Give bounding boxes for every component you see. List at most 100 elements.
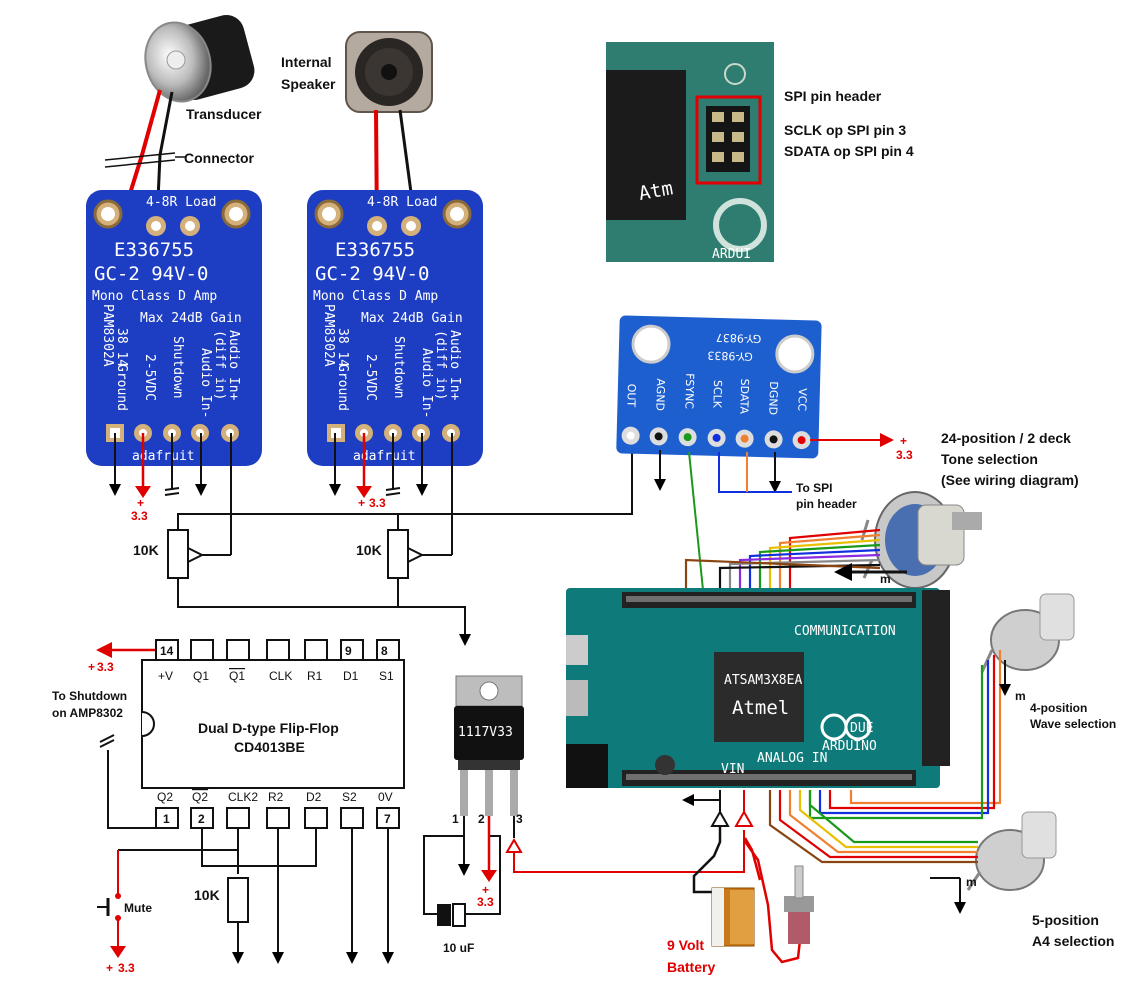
gy-pin-vcc: VCC xyxy=(795,388,809,412)
ic-bottom-pin-name: D2 xyxy=(306,790,322,804)
amp2-num: 38 14 xyxy=(335,328,350,367)
amp1-gain: Max 24dB Gain xyxy=(140,311,242,326)
amp2-pin-audio-minus: Audio In- xyxy=(419,348,434,418)
spi-sdata: SDATA op SPI pin 4 xyxy=(784,143,914,159)
ic-top-pin-box xyxy=(266,639,290,661)
cap-label: 10 uF xyxy=(443,941,474,955)
amp2-wires xyxy=(329,433,453,563)
ic-top-pin-box xyxy=(376,639,400,661)
spi-title: SPI pin header xyxy=(784,88,882,104)
amp1-diff: (diff in) xyxy=(212,330,227,400)
ic-top-pin-number: 9 xyxy=(345,644,352,658)
amp-board-1: 4-8R Load E336755 GC-2 94V-0 Mono Class … xyxy=(86,190,262,466)
v33-e-plus: + xyxy=(106,961,113,975)
pot-10k-a xyxy=(167,529,189,579)
speaker xyxy=(345,31,433,113)
regulator-1117 xyxy=(454,675,524,816)
amp1-brand: adafruit xyxy=(132,449,195,464)
toggle-switch xyxy=(784,865,814,944)
cd4013-ic xyxy=(141,659,405,789)
shutdown-label-2: on AMP8302 xyxy=(52,706,123,720)
rotary-switch-a4 xyxy=(966,811,1057,891)
gy9833-module: GY-9837 GY-9833 OUT AGND FSYNC SCLK SDAT… xyxy=(616,315,822,459)
res-10k xyxy=(227,877,249,923)
m-label-tone: m xyxy=(880,572,891,586)
mute-switch xyxy=(97,850,126,958)
tone-label-2: Tone selection xyxy=(941,451,1038,467)
chip-photo-label: ARDUI xyxy=(712,247,751,262)
amp2-model: PAM8302A xyxy=(321,304,336,367)
ic-bottom-pin-box xyxy=(340,807,364,829)
amp2-grade: GC-2 94V-0 xyxy=(315,263,429,285)
ic-part: CD4013BE xyxy=(234,739,305,755)
v33-f-plus: + xyxy=(482,883,489,897)
reg-pin-2: 2 xyxy=(478,812,485,826)
ic-top-pin-box xyxy=(304,639,328,661)
transducer-label: Transducer xyxy=(186,106,262,122)
vin-wires xyxy=(682,790,802,964)
to-spi-1: To SPI xyxy=(796,481,832,495)
ic-top-pin-box xyxy=(226,639,250,661)
ic-bottom-pin-number: 2 xyxy=(198,812,205,826)
reg-label: 1117V33 xyxy=(458,725,513,740)
gy-pin-agnd: AGND xyxy=(653,378,667,411)
ic-bottom-pin-name: Q2 xyxy=(157,790,173,804)
amp2-cert: E336755 xyxy=(335,239,415,261)
amp1-model: PAM8302A xyxy=(100,304,115,367)
ic-wires xyxy=(99,734,394,964)
amp1-wires xyxy=(109,433,232,563)
v33-d-label: 3.3 xyxy=(97,660,114,674)
amp1-pin-shutdown: Shutdown xyxy=(170,336,185,399)
amp-board-2: 4-8R Load E336755 GC-2 94V-0 Mono Class … xyxy=(307,190,483,466)
ic-top-pin-name: +V xyxy=(158,669,173,683)
m-label-wave: m xyxy=(1015,689,1026,703)
tone-label-3: (See wiring diagram) xyxy=(941,472,1079,488)
transducer xyxy=(144,14,255,103)
ic-bottom-pin-box xyxy=(266,807,290,829)
amp1-pin-vdc: 2-5VDC xyxy=(142,354,157,401)
a4-label-1: 5-position xyxy=(1032,912,1099,928)
v33-c-plus: + xyxy=(900,434,907,448)
pot-10k-a-label: 10K xyxy=(133,542,159,558)
speaker-label-2: Speaker xyxy=(281,76,336,92)
a4-wires xyxy=(768,790,978,864)
amp2-brand: adafruit xyxy=(353,449,416,464)
amp1-num: 38 14 xyxy=(114,328,129,367)
ic-bottom-pin-name: S2 xyxy=(342,790,357,804)
arduino-analog: ANALOG IN xyxy=(757,751,827,766)
pot-10k-b xyxy=(387,529,409,579)
battery-label-1: 9 Volt xyxy=(667,937,704,953)
ic-bottom-pin-name: R2 xyxy=(268,790,284,804)
amp1-pin-audio-minus: Audio In- xyxy=(198,348,213,418)
arduino-vin: VIN xyxy=(721,762,744,777)
ic-top-pin-number: 8 xyxy=(381,644,388,658)
rotary-switch-wave xyxy=(980,593,1075,673)
amp2-pin-audio-plus: Audio In+ xyxy=(447,330,462,401)
ic-bottom-pin-number: 1 xyxy=(163,812,170,826)
wave-label-2: Wave selection xyxy=(1030,717,1116,731)
gy-pin-sdata: SDATA xyxy=(737,378,751,414)
ic-title: Dual D-type Flip-Flop xyxy=(198,720,339,736)
v33-a-label: 3.3 xyxy=(131,509,148,523)
wave-label-1: 4-position xyxy=(1030,701,1087,715)
v33-b-label-plus: + xyxy=(358,496,365,510)
m-label-a4: m xyxy=(966,875,977,889)
ic-top-pin-name: Q1 xyxy=(193,669,209,683)
amp2-mono: Mono Class D Amp xyxy=(313,289,438,304)
ic-top-pin-name: R1 xyxy=(307,669,323,683)
a4-label-2: A4 selection xyxy=(1032,933,1114,949)
amp2-pin-vdc: 2-5VDC xyxy=(363,354,378,401)
ic-bottom-pin-name: CLK2 xyxy=(228,790,258,804)
gy-wires xyxy=(654,433,894,591)
amp1-cert: E336755 xyxy=(114,239,194,261)
shutdown-label-1: To Shutdown xyxy=(52,689,127,703)
amp2-pin-ground: Ground xyxy=(335,364,350,411)
tone-label-1: 24-position / 2 deck xyxy=(941,430,1071,446)
amp1-pin-ground: Ground xyxy=(114,364,129,411)
res-10k-label: 10K xyxy=(194,887,220,903)
ic-bottom-pin-name: Q2 xyxy=(192,790,208,804)
amp2-pin-shutdown: Shutdown xyxy=(391,336,406,399)
ic-bottom-pin-name: 0V xyxy=(378,790,393,804)
ic-bottom-pin-box xyxy=(304,807,328,829)
